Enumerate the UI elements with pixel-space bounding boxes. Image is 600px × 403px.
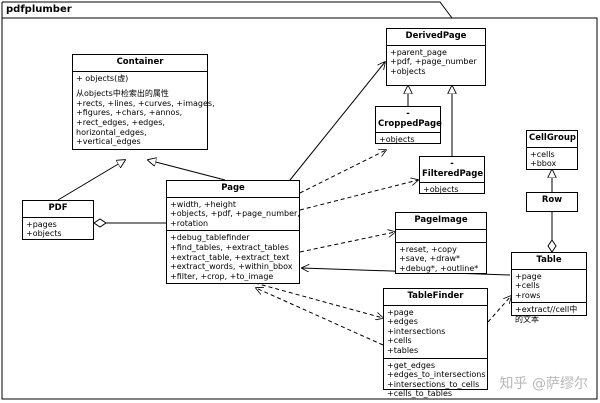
method: +debug*, +outline*	[399, 263, 479, 273]
attribute: +pages	[26, 219, 57, 229]
class-derivedpage: DerivedPage +parent_page +pdf, +page_num…	[386, 28, 486, 86]
attribute: +objects	[390, 66, 426, 76]
class-name: Table	[512, 253, 586, 270]
method: +filter, +crop, +to_image	[170, 271, 274, 281]
attribute: +cells	[530, 149, 555, 159]
page-inherits-container	[148, 160, 226, 181]
class-attributes: +pages +objects	[23, 218, 93, 241]
method: +extract_words, +within_bbox	[170, 262, 293, 272]
method: 的文本	[515, 314, 539, 324]
class-cellgroup: CellGroup +cells +bbox	[526, 130, 578, 170]
attribute: +page	[515, 271, 542, 281]
class-row: Row	[526, 192, 578, 212]
attribute: +objects	[26, 229, 62, 239]
attribute: +rects, +lines, +curves, +images,	[76, 98, 215, 108]
method: +intersections_to_cells	[387, 379, 480, 389]
class-name: CellGroup	[527, 131, 577, 148]
attribute: horizontal_edges,	[76, 127, 147, 137]
class-attributes: + objects(虚) 从objects中检索出的属性 +rects, +li…	[73, 72, 215, 149]
package-tab-shape	[2, 1, 453, 19]
attribute: +edges	[387, 317, 418, 327]
page-to-pageimage	[299, 232, 395, 253]
package-frame	[1, 17, 598, 400]
tablefinder-to-page	[256, 288, 384, 346]
class-methods: +debug_tablefinder +find_tables, +extrac…	[167, 231, 299, 283]
class-attributes: +parent_page +pdf, +page_number +objects	[387, 46, 485, 79]
attribute: +objects, +pdf, +page_number,	[170, 209, 300, 219]
pdf-inherits-container	[57, 160, 125, 201]
attribute: +cells	[387, 336, 412, 346]
tablefinder-to-table	[487, 296, 511, 323]
attribute: +intersections	[387, 326, 446, 336]
composition-diamond	[547, 239, 557, 253]
class-tablefinder: TableFinder +page +edges +intersections …	[383, 288, 488, 398]
attribute: +objects	[379, 135, 415, 145]
class-attributes: +page +edges +intersections +cells +tabl…	[384, 306, 487, 359]
class-pageimage: PageImage +reset, +copy +save, +draw* +d…	[395, 212, 487, 274]
class-attributes: +width, +height +objects, +pdf, +page_nu…	[167, 198, 300, 232]
page-to-tablefinder	[254, 282, 383, 318]
class-name: Row	[541, 195, 563, 205]
method: +get_edges	[387, 360, 436, 370]
attribute: +rotation	[170, 218, 209, 228]
class-name: -CroppedPage	[376, 107, 442, 134]
attribute: +page	[387, 307, 414, 317]
class-methods: +extract//cell中 的文本	[512, 303, 586, 326]
class-name: Page	[167, 181, 299, 198]
method: +extract//cell中	[515, 305, 578, 315]
attribute: +objects	[423, 185, 459, 195]
method: +edges_to_intersections	[387, 370, 486, 380]
attribute: + objects(虚)	[76, 73, 129, 83]
class-attributes: +cells +bbox	[527, 148, 577, 171]
attribute: +width, +height	[170, 199, 237, 209]
attribute: +tables	[387, 345, 419, 355]
class-attributes: +page +cells +rows	[512, 270, 586, 304]
class-methods: +reset, +copy +save, +draw* +debug*, +ou…	[396, 243, 486, 276]
page-to-filteredpage	[299, 180, 418, 211]
attribute: +parent_page	[390, 47, 447, 57]
class-filteredpage: -FilteredPage +objects	[419, 156, 485, 194]
attribute: +rows	[515, 290, 541, 300]
method: +reset, +copy	[399, 244, 457, 254]
association-diamond	[93, 218, 107, 228]
class-name: PDF	[23, 201, 93, 218]
attribute: +cells	[515, 281, 540, 291]
attribute: +rect_edges, +edges,	[76, 117, 165, 127]
page-to-derivedpage	[289, 62, 385, 181]
class-attributes: +objects	[376, 133, 440, 147]
method: +cells_to_tables	[387, 389, 453, 399]
class-name: PageImage	[396, 213, 486, 230]
attribute: +pdf, +page_number	[390, 57, 477, 67]
method: +find_tables, +extract_tables	[170, 242, 289, 252]
attribute: +vertical_edges	[76, 137, 141, 147]
class-croppedpage: -CroppedPage +objects	[375, 106, 442, 147]
class-container: Container + objects(虚) 从objects中检索出的属性 +…	[72, 54, 215, 150]
method: +debug_tablefinder	[170, 233, 250, 243]
class-attributes	[396, 230, 486, 243]
class-attributes: +objects	[420, 183, 484, 197]
class-methods: +get_edges +edges_to_intersections +inte…	[384, 359, 487, 401]
method: +save, +draw*	[399, 254, 461, 264]
class-name: TableFinder	[384, 289, 487, 306]
watermark: 知乎 @萨缪尔	[499, 376, 588, 392]
class-table: Table +page +cells +rows +extract//cell中…	[511, 252, 587, 324]
attribute-note: 从objects中检索出的属性	[76, 89, 169, 99]
class-page: Page +width, +height +objects, +pdf, +pa…	[166, 180, 300, 284]
class-name: Container	[73, 55, 207, 72]
attribute: +bbox	[530, 159, 557, 169]
page-to-croppedpage	[299, 150, 386, 194]
method: +extract_table, +extract_text	[170, 252, 290, 262]
class-name: DerivedPage	[387, 29, 485, 46]
package-title: pdfplumber	[6, 4, 72, 15]
attribute: +figures, +chars, +annos,	[76, 108, 183, 118]
class-name: -FilteredPage	[420, 157, 484, 184]
class-pdf: PDF +pages +objects	[22, 200, 94, 240]
